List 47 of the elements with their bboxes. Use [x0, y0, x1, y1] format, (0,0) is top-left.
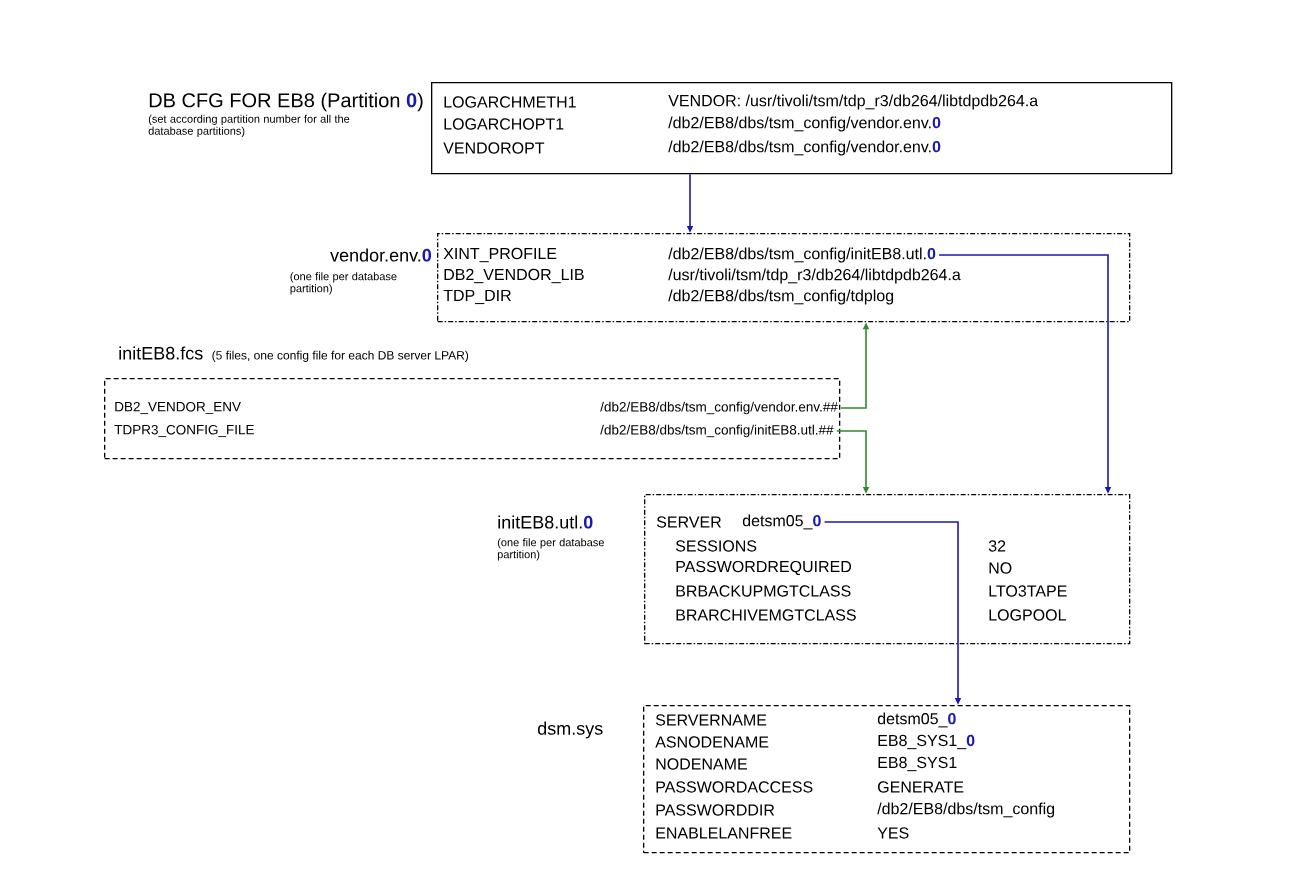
parameter-name: NODENAME [656, 758, 747, 770]
file-name: vendor.env.0 [330, 248, 432, 262]
parameter-value: /db2/EB8/dbs/tsm_config/tdplog [668, 289, 894, 305]
parameter-value: /db2/EB8/dbs/tsm_config/initEB8.utl.## [600, 424, 834, 438]
file-name: initEB8.fcs [119, 346, 203, 360]
parameter-value: EB8_SYS1_0 [878, 734, 975, 750]
parameter-value: /db2/EB8/dbs/tsm_config/initEB8.utl.0 [668, 247, 936, 263]
parameter-value: /usr/tivoli/tsm/tdp_r3/db264/libtdpdb264.a [668, 268, 961, 284]
parameter-name: PASSWORDREQUIRED [676, 560, 852, 576]
parameter-name: ASNODENAME [655, 736, 769, 748]
file-name: initEB8.utl.0 [498, 515, 593, 529]
parameter-name: DB2_VENDOR_LIB [444, 268, 584, 284]
parameter-name: TDP_DIR [443, 289, 511, 305]
parameter-name: SESSIONS [675, 540, 757, 552]
parameter-name: LOGARCHOPT1 [444, 118, 564, 130]
parameter-value: VENDOR: /usr/tivoli/tsm/tdp_r3/db264/libtdpdb264.a [668, 94, 1039, 110]
parameter-name: PASSWORDACCESS [656, 781, 813, 793]
parameter-name: BRBACKUPMGTCLASS [676, 585, 851, 597]
parameter-name: SERVERNAME [655, 714, 767, 726]
parameter-name: BRARCHIVEMGTCLASS [676, 609, 856, 621]
parameter-value: /db2/EB8/dbs/tsm_config/vendor.env.0 [668, 116, 941, 132]
parameter-value: YES [877, 827, 909, 839]
parameter-value: LOGPOOL [989, 609, 1066, 621]
parameter-name: XINT_PROFILE [443, 247, 557, 263]
note-text: (set according partition number for all the database partitions) [148, 114, 350, 137]
parameter-name: LOGARCHMETH1 [444, 96, 576, 108]
parameter-name: TDPR3_CONFIG_FILE [114, 424, 254, 438]
parameter-value: GENERATE [878, 781, 964, 793]
parameter-value: detsm05_0 [877, 712, 956, 728]
parameter-value: EB8_SYS1 [878, 756, 957, 772]
parameter-value: /db2/EB8/dbs/tsm_config/vendor.env.0 [668, 140, 941, 156]
parameter-value: 32 [988, 540, 1006, 552]
note-text: (one file per database partition) [497, 538, 604, 561]
note-text: (one file per database partition) [290, 272, 397, 295]
parameter-name: PASSWORDDIR [656, 804, 775, 816]
note-text: (5 files, one config file for each DB server LPAR) [212, 350, 469, 362]
parameter-name: SERVER [656, 516, 721, 528]
parameter-value: /db2/EB8/dbs/tsm_config/vendor.env.## [600, 401, 838, 415]
parameter-name: ENABLELANFREE [656, 827, 792, 839]
parameter-name: DB2_VENDOR_ENV [115, 401, 241, 415]
parameter-value: NO [989, 562, 1012, 574]
parameter-value: detsm05_0 [742, 514, 821, 530]
parameter-value: LTO3TAPE [989, 585, 1067, 597]
parameter-name: VENDOROPT [443, 142, 545, 154]
file-name: dsm.sys [537, 721, 603, 739]
parameter-value: /db2/EB8/dbs/tsm_config [877, 802, 1055, 818]
file-name: DB CFG FOR EB8 (Partition 0) [149, 92, 423, 112]
